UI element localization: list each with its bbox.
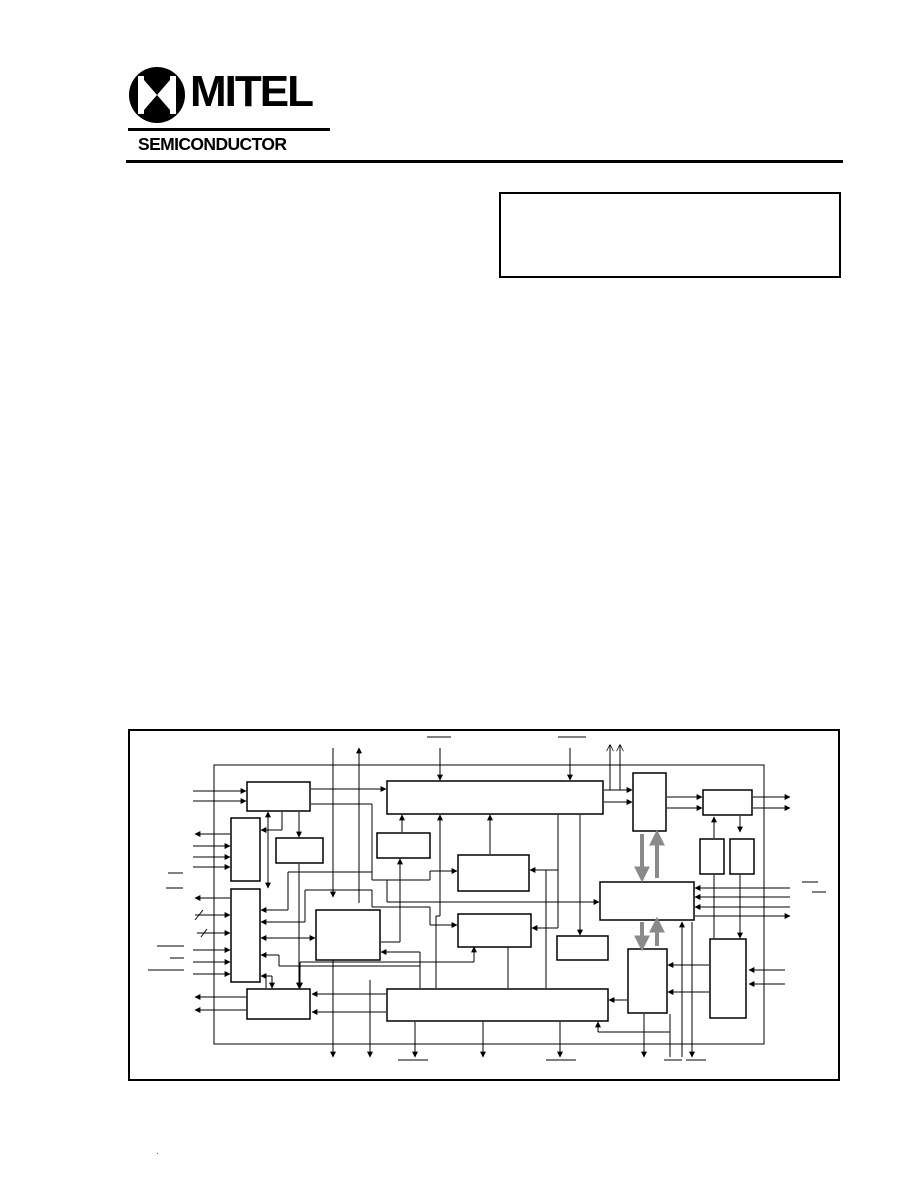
arrow-icon [148, 736, 826, 1061]
block-right-small-b [729, 838, 755, 875]
mitel-logo-icon [129, 67, 185, 123]
bus-arrow-icon [634, 829, 665, 952]
block-right-top [702, 789, 753, 816]
block-center-left [315, 909, 381, 961]
block-small-right [556, 935, 609, 961]
block-right-io [709, 938, 747, 1019]
block-right-tall-upper [632, 772, 667, 832]
block-right-center [599, 881, 695, 921]
block-top-left [246, 781, 311, 812]
block-bottom-bus [386, 988, 609, 1022]
block-center-lower [457, 913, 532, 948]
mitel-logo: MITEL SEMICONDUCTOR [128, 66, 338, 158]
block-bottom-left [246, 988, 311, 1020]
block-right-tall-lower [627, 948, 668, 1014]
block-small-center [376, 832, 431, 859]
scan-dot [157, 1153, 158, 1154]
chip-boundary [213, 764, 765, 1045]
block-right-small-a [699, 838, 725, 875]
block-left-lower [230, 888, 261, 983]
block-top-bus [386, 780, 604, 815]
block-left-upper [230, 817, 261, 882]
info-box [499, 192, 841, 278]
block-small-left [275, 837, 324, 864]
brand-subtitle: SEMICONDUCTOR [138, 134, 287, 154]
logo-rule [128, 128, 330, 131]
diagram-frame [128, 729, 840, 1081]
header-rule [126, 160, 843, 163]
block-center-upper [457, 854, 530, 892]
brand-name: MITEL [190, 67, 314, 116]
